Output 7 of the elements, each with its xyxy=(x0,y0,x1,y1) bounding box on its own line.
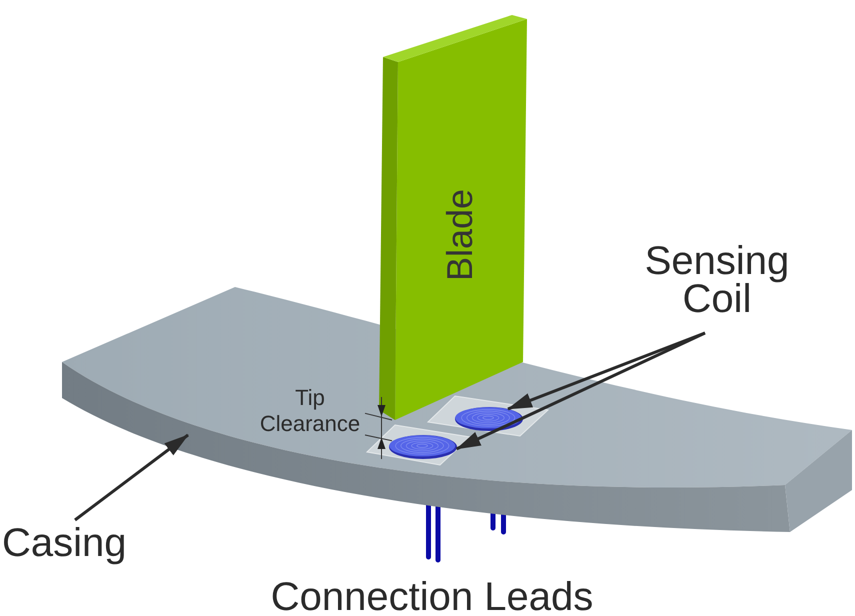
leader-arrow xyxy=(456,332,706,450)
leader-arrow xyxy=(74,434,189,522)
part-label: Connection Leads xyxy=(270,578,594,616)
dimension-label: Tip Clearance xyxy=(258,385,362,437)
node-label: Blade xyxy=(442,188,478,282)
callout-label: Sensing Coil xyxy=(636,242,798,318)
callout-label: Casing xyxy=(2,520,127,566)
